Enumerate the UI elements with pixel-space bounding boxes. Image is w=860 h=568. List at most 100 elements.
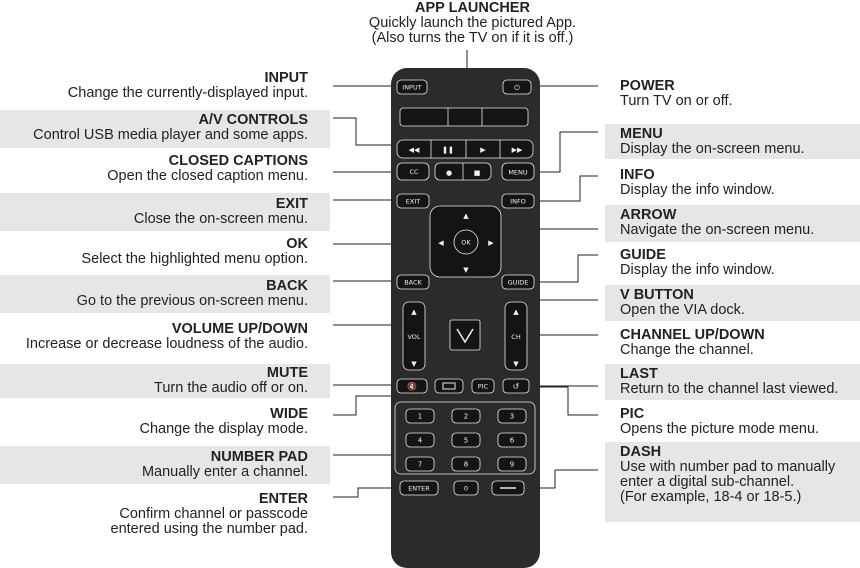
band-exit [0,193,330,231]
volume-title: VOLUME UP/DOWN [171,321,308,337]
channel-down-icon: ▼ [513,360,519,368]
digit-8-button[interactable] [451,456,481,472]
volume-rocker[interactable] [402,301,426,371]
ok-button[interactable] [453,229,479,255]
label-mute: MUTE Turn the audio off or on. [154,366,308,396]
pic-title: PIC [620,406,645,422]
digit-9-label: 9 [510,461,514,469]
band-arrow [605,205,860,242]
mute-title: MUTE [266,365,308,381]
label-guide: GUIDE Display the info window. [620,248,775,278]
label-last: LAST Return to the channel last viewed. [620,367,838,397]
band-v-button [605,285,860,321]
ok-key-label: OK [461,239,471,247]
power-button[interactable] [502,79,532,95]
guide-button[interactable] [501,274,535,290]
ok-title: OK [286,236,308,252]
digit-5-label: 5 [464,437,468,445]
digit-6-label: 6 [510,437,515,445]
wide-icon [442,382,456,390]
label-enter: ENTER Confirm channel or passcode entere… [111,492,309,537]
back-key-label: BACK [404,279,422,287]
label-info: INFO Display the info window. [620,168,775,198]
arrow-desc: Navigate the on-screen menu. [620,222,815,238]
band-last [605,364,860,400]
label-power: POWER Turn TV on or off. [620,79,733,109]
info-desc: Display the info window. [620,182,775,198]
mute-button[interactable] [396,378,428,394]
dash-desc2: enter a digital sub-channel. [620,474,795,490]
app-launcher-button[interactable] [399,107,529,127]
arrow-up-icon: ▲ [463,212,469,220]
last-title: LAST [620,366,658,382]
pic-button[interactable] [471,378,495,394]
pic-key-label: PIC [478,383,489,391]
back-button[interactable] [396,274,430,290]
digit-3-button[interactable] [497,408,527,424]
menu-desc: Display the on-screen menu. [620,141,805,157]
band-av-controls [0,110,330,148]
input-title: INPUT [264,70,309,86]
exit-button[interactable] [396,193,430,209]
v-button-title: V BUTTON [620,287,694,303]
pic-desc: Opens the picture mode menu. [620,421,820,437]
label-v-button: V BUTTON Open the VIA dock. [620,288,745,318]
channel-desc: Change the channel. [620,342,754,358]
vizio-v-icon [456,328,474,344]
number-pad-frame [394,401,536,475]
last-button[interactable] [502,378,530,394]
info-title: INFO [620,167,655,183]
label-pic: PIC Opens the picture mode menu. [620,407,819,437]
enter-desc: Confirm channel or passcode [119,506,308,522]
digit-2-button[interactable] [451,408,481,424]
digit-4-button[interactable] [405,432,435,448]
digit-1-button[interactable] [405,408,435,424]
av-controls-desc: Control USB media player and some apps. [33,127,308,143]
power-icon: ⏻ [514,84,520,92]
back-desc: Go to the previous on-screen menu. [76,293,308,309]
digit-9-button[interactable] [497,456,527,472]
arrow-title: ARROW [620,207,677,223]
label-app-launcher: APP LAUNCHER Quickly launch the pictured… [0,1,860,46]
wide-button[interactable] [434,378,464,394]
info-key-label: INFO [510,198,526,206]
menu-title: MENU [620,126,663,142]
app-launcher-title: APP LAUNCHER [415,0,530,16]
mute-icon: 🔇 [407,381,417,391]
power-title: POWER [620,78,675,94]
digit-5-button[interactable] [451,432,481,448]
last-desc: Return to the channel last viewed. [620,381,839,397]
info-button[interactable] [501,193,535,209]
av-controls-title: A/V CONTROLS [198,112,308,128]
label-input: INPUT Change the currently-displayed inp… [68,71,308,101]
guide-desc: Display the info window. [620,262,775,278]
wide-desc: Change the display mode. [139,421,308,437]
v-button[interactable] [449,319,481,351]
enter-button[interactable] [399,480,439,496]
remote-details [430,108,501,180]
input-button[interactable] [396,79,428,95]
cc-button[interactable] [396,162,430,181]
rewind-icon: ◀◀ [409,146,420,154]
digit-4-label: 4 [418,437,423,445]
digit-7-button[interactable] [405,456,435,472]
channel-rocker[interactable] [504,301,528,371]
dash-title: DASH [620,444,662,460]
dash-desc: Use with number pad to manually [620,459,836,475]
guide-key-label: GUIDE [508,279,529,287]
digit-0-button[interactable] [453,480,479,496]
label-arrow: ARROW Navigate the on-screen menu. [620,208,814,238]
menu-key-label: MENU [508,169,528,177]
input-key-label: INPUT [402,84,421,92]
arrow-down-icon: ▼ [463,266,469,274]
last-icon: ↺ [513,382,520,391]
band-menu [605,124,860,159]
menu-button[interactable] [501,162,535,181]
number-pad-desc: Manually enter a channel. [141,464,308,480]
channel-title: CHANNEL UP/DOWN [620,327,765,343]
vol-key-label: VOL [407,333,420,341]
pause-icon: ❚❚ [442,146,454,154]
digit-6-button[interactable] [497,432,527,448]
closed-captions-desc: Open the closed caption menu. [107,168,308,184]
ok-desc: Select the highlighted menu option. [81,251,308,267]
